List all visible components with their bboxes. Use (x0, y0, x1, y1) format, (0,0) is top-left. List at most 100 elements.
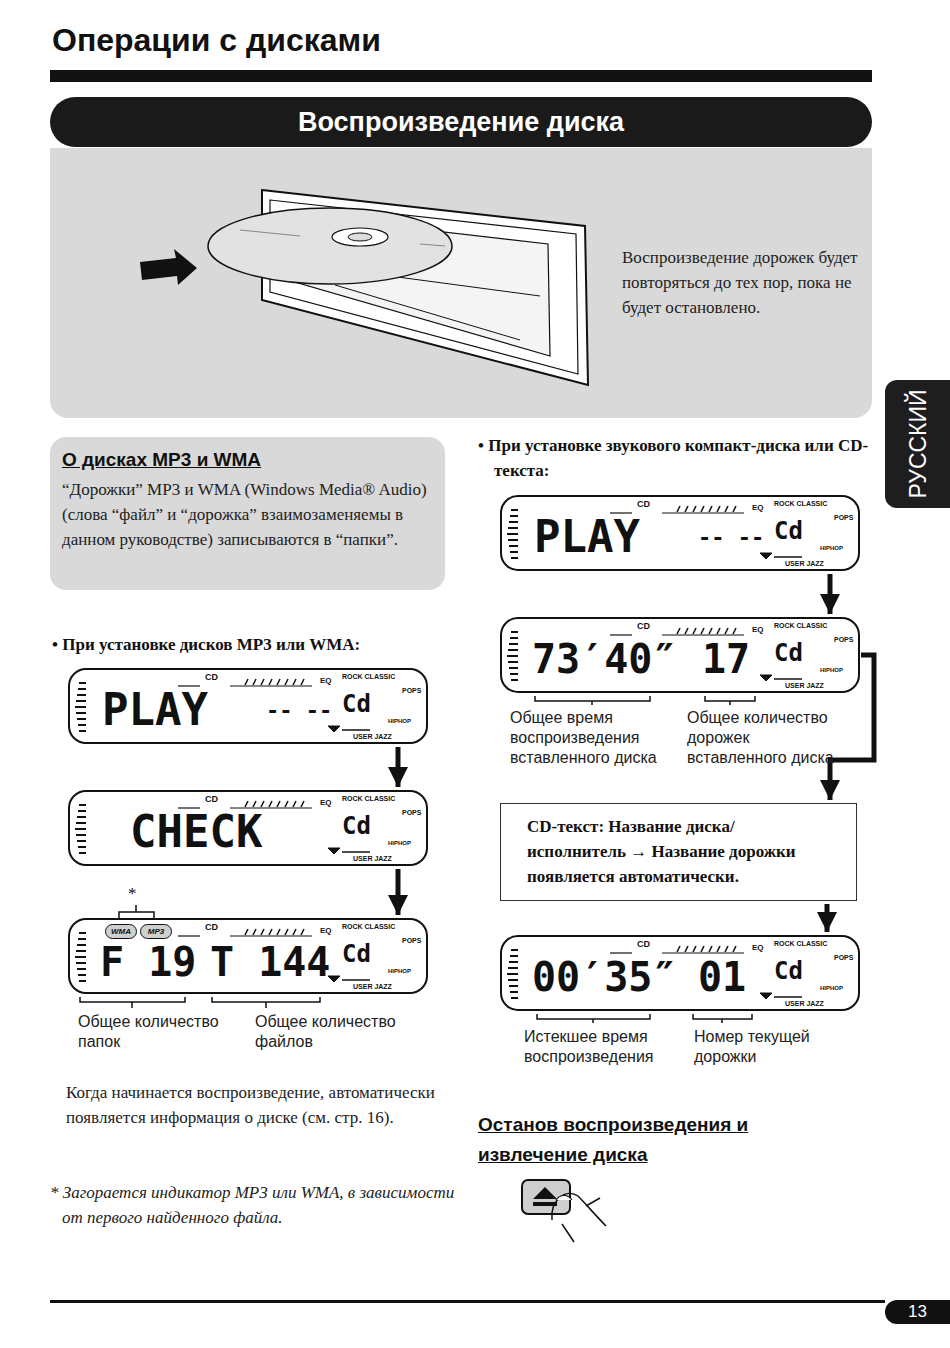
lcd-readout: 01 (698, 957, 746, 997)
total-time-bracket (535, 696, 650, 705)
callout-label: Истекшее время воспроизведения (524, 1027, 674, 1067)
section-banner: Воспроизведение диска (50, 97, 872, 147)
lcd-readout: -- -- (698, 527, 764, 549)
lcd-indicator: EQ (320, 799, 332, 807)
flow-arrow (825, 904, 830, 932)
lcd-indicator: EQ (320, 927, 332, 935)
lcd-readout: 73′40″ (532, 639, 677, 679)
lcd-indicator: ROCK CLASSIC (342, 673, 395, 680)
lcd-indicator: HIPHOP (820, 667, 843, 673)
lcd-indicator: USER JAZZ (785, 682, 824, 689)
section-banner-text: Воспроизведение диска (50, 97, 872, 147)
lcd-readout: F 19 (100, 942, 196, 982)
lcd-indicator: CD (637, 500, 650, 509)
lcd-indicator: POPS (402, 937, 421, 944)
lcd-indicator: USER JAZZ (785, 560, 824, 567)
illustration-panel-text: Воспроизведение дорожек будет повторятьс… (622, 245, 862, 320)
lcd-indicator: EQ (752, 626, 764, 634)
lcd-indicator: HIPHOP (820, 985, 843, 991)
lcd-readout: CHECK (130, 810, 262, 854)
lcd-readout: PLAY (102, 688, 208, 732)
callout-label: Общее количество папок (78, 1012, 248, 1052)
lcd-indicator: HIPHOP (388, 968, 411, 974)
lcd-indicator: ROCK CLASSIC (774, 622, 827, 629)
lcd-indicator: CD (637, 940, 650, 949)
lcd-readout: T 144 (210, 942, 330, 982)
lcd-indicator: CD (205, 923, 218, 932)
lcd-indicator: EQ (752, 944, 764, 952)
page-number-tab-text: 13 (885, 1300, 950, 1324)
lcd-indicator: POPS (402, 809, 421, 816)
lcd-indicator: HIPHOP (388, 840, 411, 846)
lcd-indicator: HIPHOP (388, 718, 411, 724)
lcd-indicator: CD (205, 673, 218, 682)
lcd-readout: Cd (774, 519, 803, 543)
flow-arrow (828, 574, 833, 614)
footnote-mark: * (128, 884, 148, 904)
lcd-readout: 17 (702, 639, 750, 679)
lcd-indicator: POPS (834, 636, 853, 643)
footnote: * Загорается индикатор MP3 или WMA, в за… (50, 1180, 462, 1230)
lcd-indicator: ROCK CLASSIC (342, 795, 395, 802)
callout-label: Общее количество файлов (255, 1012, 430, 1052)
lcd-readout: Cd (342, 942, 371, 966)
lcd-display: 00′35″ 01 Cd CD EQ ROCK CLASSIC POPS HIPHOP USER… (500, 935, 860, 1011)
lcd-display: WMA MP3 F 19 T 144 Cd CD EQ ROCK CLASSIC POPS HIP… (68, 918, 428, 994)
track-bracket (693, 1014, 752, 1023)
section-bullet: • При установке дисков MP3 или WMA: (52, 632, 458, 657)
lcd-readout: Cd (342, 692, 371, 716)
lcd-indicator: USER JAZZ (353, 983, 392, 990)
lcd-display: 73′40″ 17 Cd CD EQ ROCK CLASSIC POPS HIPHOP USER… (500, 617, 860, 693)
page-title: Операции с дисками (52, 20, 381, 60)
lcd-indicator: POPS (834, 954, 853, 961)
lcd-display: PLAY-- --CdCDEQROCK CLASSICPOPSHIPHOPUSE… (500, 495, 860, 571)
lcd-readout: Cd (342, 814, 371, 838)
lcd-indicator: USER JAZZ (353, 855, 392, 862)
lcd-indicator: HIPHOP (820, 545, 843, 551)
flow-arrow (396, 869, 401, 915)
title-rule (50, 70, 872, 82)
format-indicator-text: MP3 (148, 928, 164, 936)
callout-label: Общее время воспроизведения вставленного… (510, 708, 675, 768)
lcd-indicator: EQ (320, 677, 332, 685)
lcd-indicator: ROCK CLASSIC (774, 500, 827, 507)
lcd-readout: PLAY (534, 515, 640, 559)
section-bullet: • При установке звукового компакт-диска … (478, 433, 889, 483)
lcd-indicator: CD (205, 795, 218, 804)
lcd-indicator: POPS (402, 687, 421, 694)
folders-bracket (80, 997, 185, 1008)
page-number-tab: 13 (885, 1300, 950, 1324)
callout-label: Общее количество дорожек вставленного ди… (687, 708, 837, 768)
eject-button (522, 1180, 606, 1242)
format-indicator-text: WMA (111, 928, 131, 936)
format-indicator: MP3 (140, 924, 172, 939)
lcd-indicator: POPS (834, 514, 853, 521)
files-bracket (212, 997, 320, 1008)
lcd-indicator: ROCK CLASSIC (774, 940, 827, 947)
lcd-readout: Cd (774, 641, 803, 665)
language-tab: РУССКИЙ (885, 380, 950, 508)
lcd-display: CHECK Cd CD EQ ROCK CLASSIC POPS HIPHOP USER JA… (68, 790, 428, 866)
box-heading: О дисках MP3 и WMA (62, 447, 431, 473)
lcd-indicator: CD (637, 622, 650, 631)
footer-rule (50, 1300, 885, 1303)
lcd-indicator: USER JAZZ (353, 733, 392, 740)
lcd-indicator: ROCK CLASSIC (342, 923, 395, 930)
flow-arrow (396, 747, 401, 787)
lcd-display: PLAY -- -- Cd CD EQ ROCK CLASSIC POPS HIPHOP USE… (68, 668, 428, 744)
box-body: “Дорожки” MP3 и WMA (Windows Media® Audi… (62, 477, 431, 552)
illustration-panel: Воспроизведение дорожек будет повторятьс… (50, 148, 872, 418)
lcd-readout: Cd (774, 959, 803, 983)
total-tracks-bracket (705, 696, 755, 705)
lcd-readout: -- -- (266, 700, 332, 722)
cd-text-note-text: CD-текст: Название диска/ исполнитель → … (527, 814, 834, 889)
info-box: О дисках MP3 и WMA “Дорожки” MP3 и WMA (W… (50, 437, 445, 590)
format-indicator: WMA (105, 924, 137, 939)
lcd-indicator: USER JAZZ (785, 1000, 824, 1007)
body-text: Когда начинается воспроизведение, автома… (66, 1080, 446, 1130)
callout-label: Номер текущей дорожки (694, 1027, 844, 1067)
language-tab-text: РУССКИЙ (904, 389, 931, 498)
lcd-readout: 00′35″ (532, 957, 677, 997)
subsection-heading: Останов воспроизведения и извлечение дис… (478, 1110, 848, 1170)
